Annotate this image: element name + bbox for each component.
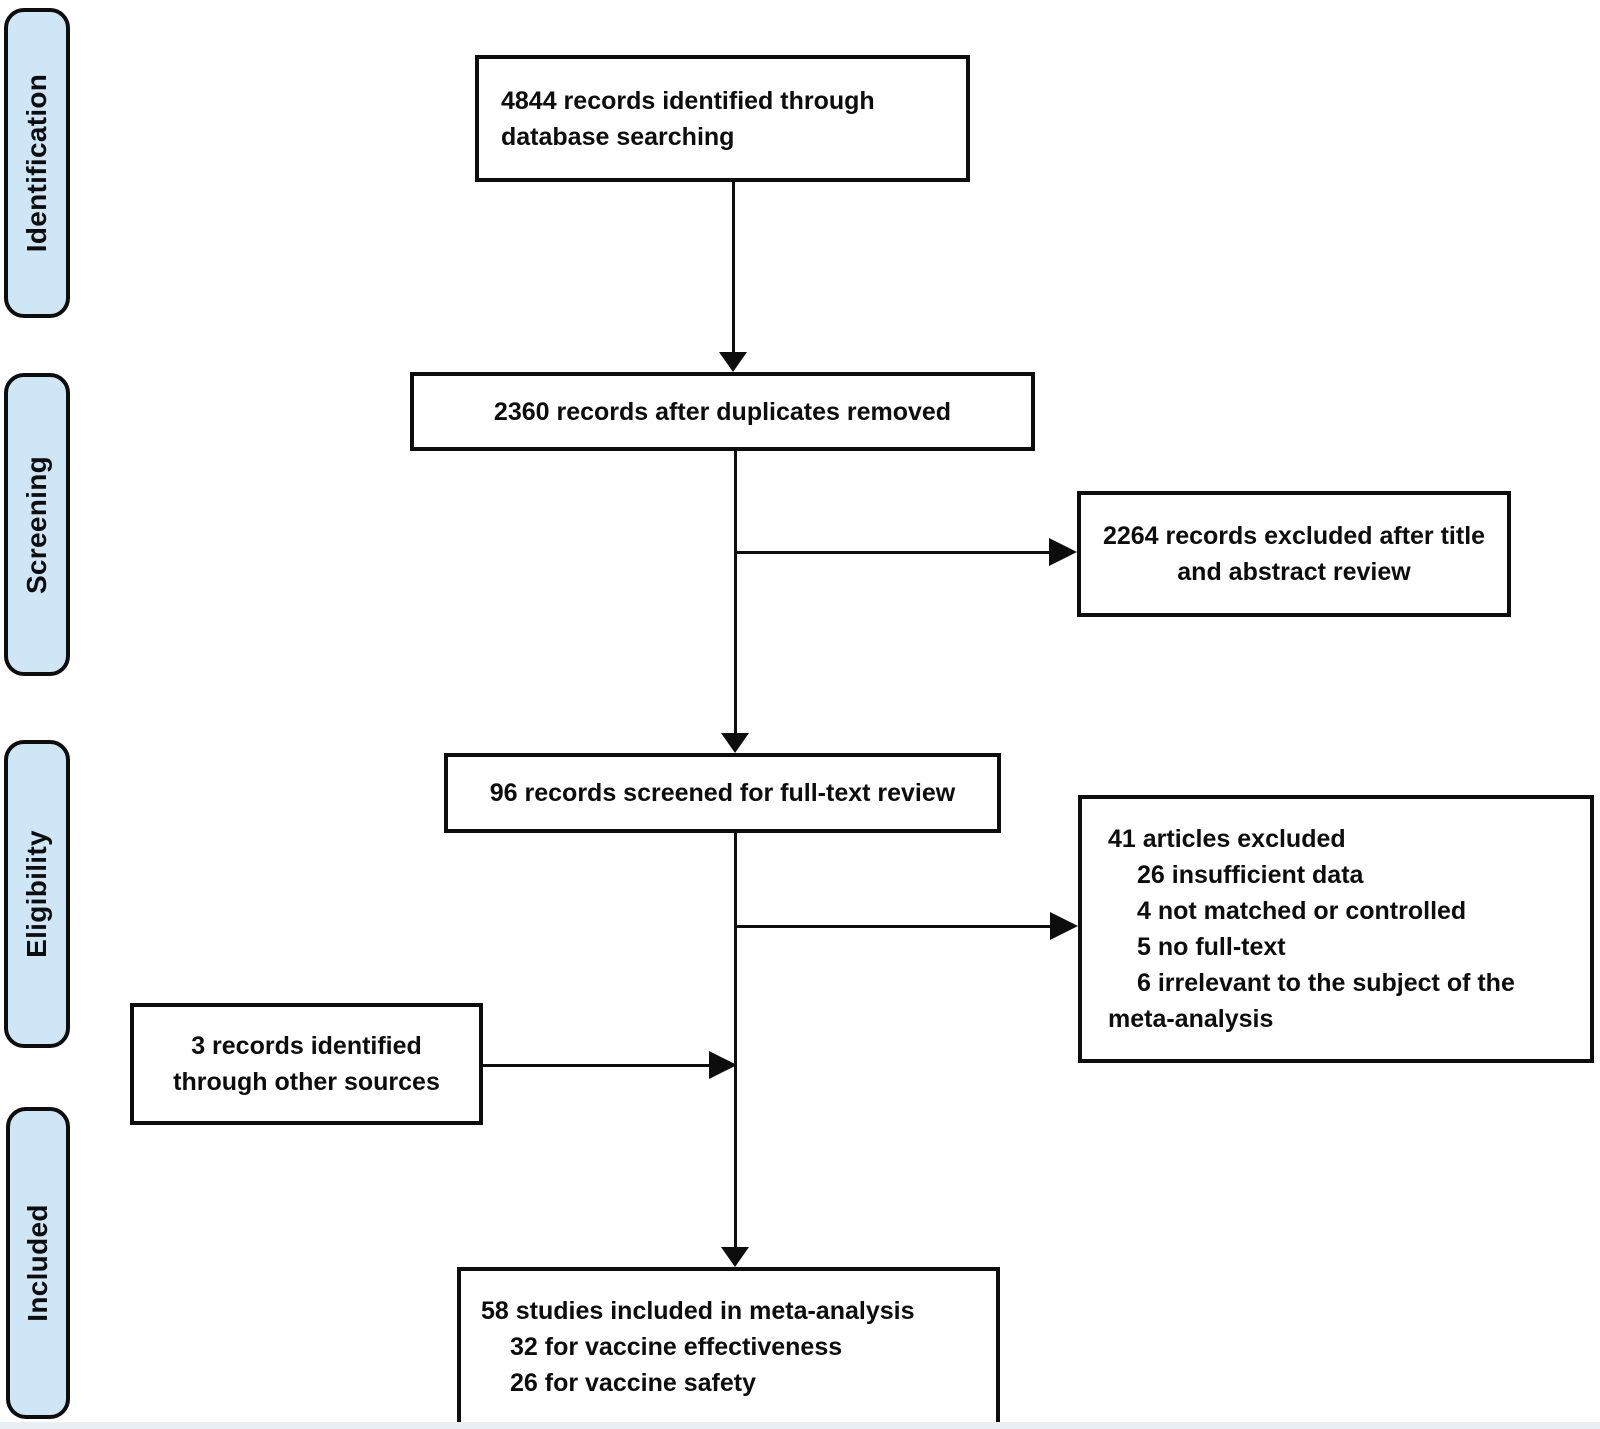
arrowhead-down-into-included — [721, 1247, 749, 1267]
flow-branch-other-sources-to-spine — [483, 1064, 709, 1067]
box-line: 3 records identified — [191, 1032, 422, 1060]
stage-label-text: Eligibility — [21, 830, 53, 958]
flow-line-identified-to-dedup — [732, 182, 735, 352]
box-line: 41 articles excluded — [1108, 825, 1346, 853]
arrowhead-right-into-title-abstract-excluded — [1049, 538, 1077, 566]
arrowhead-right-from-other-sources — [709, 1051, 737, 1079]
stage-label-screening: Screening — [4, 373, 70, 676]
stage-label-identification: Identification — [4, 8, 70, 318]
box-line: and abstract review — [1177, 558, 1411, 586]
stage-label-text: Included — [22, 1204, 53, 1322]
box-line: 4 not matched or controlled — [1137, 897, 1467, 925]
box-line: 96 records screened for full-text review — [489, 779, 956, 807]
arrowhead-right-into-articles-excluded — [1050, 912, 1078, 940]
box-records-deduplicated: 2360 records after duplicates removed — [410, 372, 1035, 451]
stage-label-text: Identification — [21, 73, 53, 253]
flow-branch-to-articles-excluded — [735, 925, 1050, 928]
box-line: 5 no full-text — [1137, 933, 1286, 961]
box-records-other-sources: 3 records identified through other sourc… — [130, 1003, 483, 1125]
box-line: 26 for vaccine safety — [510, 1369, 756, 1397]
box-records-excluded-title-abstract: 2264 records excluded after title and ab… — [1077, 491, 1511, 617]
stage-label-text: Screening — [21, 455, 52, 594]
flow-branch-to-title-abstract-excluded — [735, 551, 1049, 554]
box-line: 58 studies included in meta-analysis — [481, 1297, 915, 1325]
box-records-fulltext-screened: 96 records screened for full-text review — [444, 753, 1001, 833]
box-studies-included: 58 studies included in meta-analysis 32 … — [457, 1267, 1000, 1429]
flow-line-screened-to-included — [734, 832, 737, 1247]
arrowhead-down-into-dedup — [719, 352, 747, 372]
stage-label-eligibility: Eligibility — [4, 740, 70, 1048]
stage-label-included: Included — [6, 1107, 70, 1419]
box-line: database searching — [501, 123, 735, 151]
box-line: 6 irrelevant to the subject of the — [1137, 969, 1515, 997]
box-line: 4844 records identified through — [501, 87, 875, 115]
box-line: 32 for vaccine effectiveness — [510, 1333, 843, 1361]
flow-line-dedup-to-screened — [734, 450, 737, 733]
box-line: meta-analysis — [1108, 1005, 1274, 1033]
box-articles-excluded: 41 articles excluded 26 insufficient dat… — [1078, 795, 1594, 1063]
box-line: 26 insufficient data — [1137, 861, 1364, 889]
arrowhead-down-into-screened — [721, 733, 749, 753]
box-line: 2264 records excluded after title — [1102, 522, 1486, 550]
bottom-edge-strip — [0, 1422, 1600, 1429]
box-line: 2360 records after duplicates removed — [493, 397, 952, 426]
box-records-identified: 4844 records identified through database… — [475, 55, 970, 182]
box-line: through other sources — [173, 1068, 440, 1096]
